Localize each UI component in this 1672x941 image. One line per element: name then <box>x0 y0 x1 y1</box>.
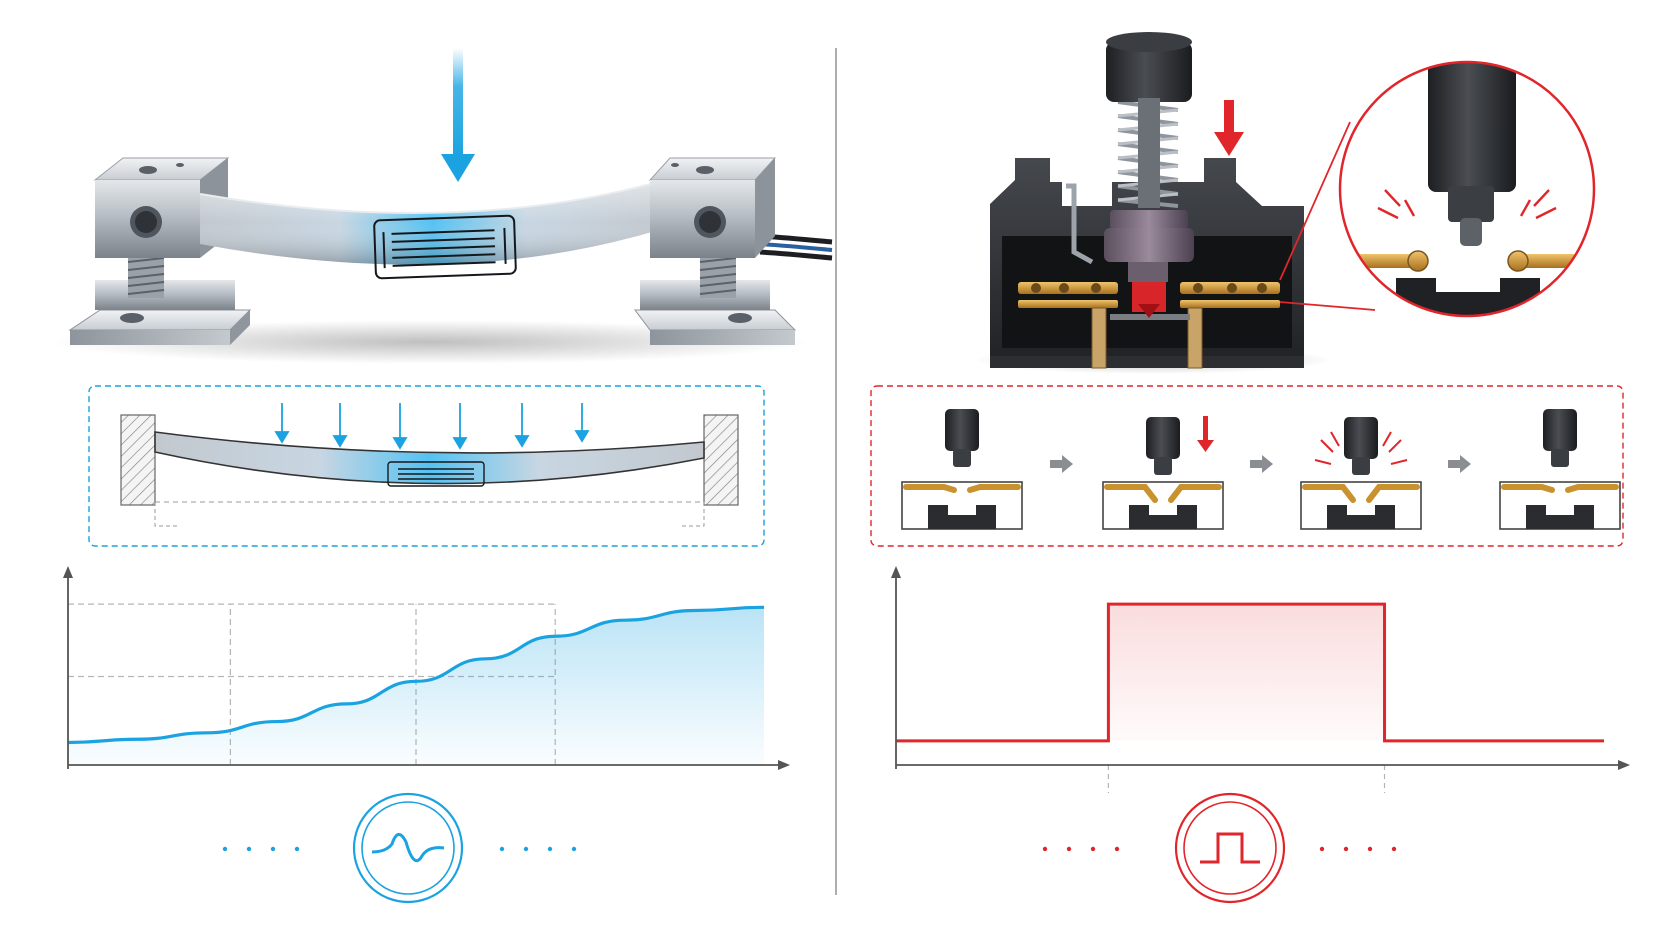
left-mount-base <box>68 280 252 345</box>
step-left-contact <box>903 484 957 493</box>
left-mount-block <box>93 157 230 258</box>
strain-gauge <box>373 214 517 280</box>
switch-step-contact <box>1300 417 1422 530</box>
step-spark-line <box>1390 459 1408 465</box>
step-spark-line <box>1314 459 1332 465</box>
step-left-contact <box>1104 484 1158 503</box>
step-spark-line <box>1320 439 1334 453</box>
y-axis-arrow <box>63 566 73 578</box>
step-spark-line <box>1382 431 1392 447</box>
right-mount-block <box>648 157 777 258</box>
magnified-contact-inset <box>1338 60 1596 318</box>
left-bolt <box>127 256 165 298</box>
step-right-contact <box>967 484 1021 493</box>
digital-signal-line <box>896 602 1604 743</box>
right-fixed-support <box>703 414 739 506</box>
step-arrow <box>1250 460 1262 468</box>
right-bolt <box>699 256 737 298</box>
step-base <box>928 505 996 529</box>
step-base <box>1129 505 1197 529</box>
step-button <box>945 409 979 451</box>
step-arrow-head <box>1262 455 1273 473</box>
step-button <box>1344 417 1378 459</box>
step-plunger <box>1154 457 1172 475</box>
sine-wave-icon <box>352 792 464 904</box>
switch-step-release <box>1499 409 1621 530</box>
step-press-arrow-shaft <box>1203 416 1208 442</box>
load-arrow <box>441 48 475 182</box>
analog-signal-curve <box>67 605 765 745</box>
bending-beam <box>154 431 705 485</box>
analog-signal-indicator <box>222 792 577 904</box>
analog-signal-chart <box>63 566 790 770</box>
contact-spark-lines <box>1377 189 1557 220</box>
left-fixed-support <box>120 414 156 506</box>
left-dots-after <box>499 846 577 852</box>
plunger <box>1104 210 1194 318</box>
digital-signal-chart <box>891 566 1630 793</box>
step-right-contact <box>1366 484 1420 503</box>
step-arrow-head <box>1460 455 1471 473</box>
digital-signal-indicator <box>1042 792 1397 904</box>
step-button <box>1146 417 1180 459</box>
step-arrow <box>1448 460 1460 468</box>
step-press-arrow-head <box>1197 440 1214 452</box>
step-plunger <box>1352 457 1370 475</box>
press-arrow <box>1214 100 1244 156</box>
contacts <box>1018 282 1280 369</box>
step-base <box>1327 505 1395 529</box>
step-left-contact <box>1501 484 1555 493</box>
step-spark-line <box>1388 439 1402 453</box>
step-left-contact <box>1302 484 1356 503</box>
switch-step-open <box>901 409 1023 530</box>
strain-gauge-small <box>387 461 485 487</box>
pulse-area <box>1108 604 1385 741</box>
push-button <box>1106 32 1192 208</box>
x-axis-arrow <box>778 760 790 770</box>
beam-deflection-detail <box>88 385 765 547</box>
load-cell-illustration <box>50 48 833 364</box>
load-cell-beam <box>199 179 666 265</box>
left-dots-before <box>222 846 300 852</box>
step-right-contact <box>1565 484 1619 493</box>
switch-illustration <box>973 32 1596 374</box>
step-arrow-head <box>1062 455 1073 473</box>
x-axis-arrow <box>1618 760 1630 770</box>
step-arrow <box>1050 460 1062 468</box>
step-button <box>1543 409 1577 451</box>
right-dots-before <box>1042 846 1120 852</box>
switch-step-press <box>1102 416 1224 530</box>
step-plunger <box>953 449 971 467</box>
square-pulse-icon <box>1174 792 1286 904</box>
step-right-contact <box>1168 484 1222 503</box>
step-spark-line <box>1330 431 1340 447</box>
side-lever <box>1066 183 1094 265</box>
step-base <box>1526 505 1594 529</box>
step-plunger <box>1551 449 1569 467</box>
y-axis-arrow <box>891 566 901 578</box>
distributed-load-arrows <box>274 403 590 450</box>
signal-area <box>68 607 764 765</box>
switch-sequence-detail <box>870 385 1624 547</box>
right-dots-after <box>1319 846 1397 852</box>
